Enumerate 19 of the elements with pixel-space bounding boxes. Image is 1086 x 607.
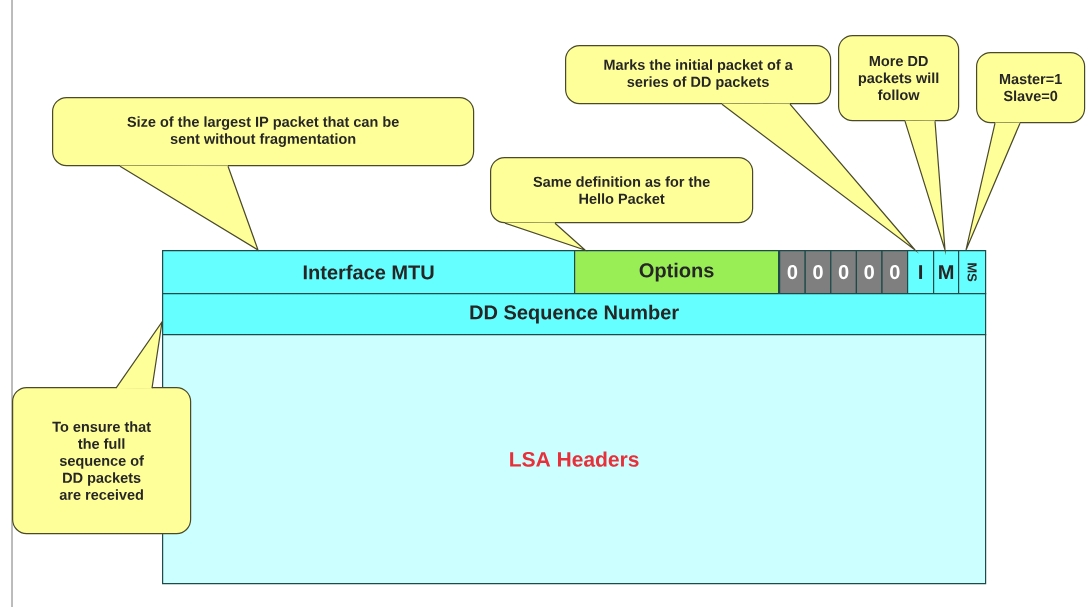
- field-cell: Options: [574, 250, 780, 295]
- callout-tail: [115, 319, 163, 389]
- callout-bubble: Master=1 Slave=0: [976, 52, 1086, 124]
- callout-tail: [965, 122, 1021, 251]
- callout-bubble: More DD packets will follow: [838, 35, 960, 122]
- bit-cell: 0: [804, 250, 832, 295]
- bit-cell: MS: [958, 250, 987, 295]
- callout-bubble: Marks the initial packet of a series of DD packets: [565, 45, 832, 105]
- bit-cell: M: [933, 250, 960, 295]
- field-cell: Interface MTU: [162, 250, 576, 295]
- callout-tail: [904, 120, 946, 256]
- bit-cell: I: [907, 250, 935, 295]
- bit-cell: 0: [779, 250, 806, 295]
- callout-tail: [504, 222, 588, 252]
- field-cell: LSA Headers: [162, 334, 987, 585]
- callout-bubble: To ensure that the full sequence of DD packets are received: [12, 387, 192, 535]
- bit-cell: 0: [855, 250, 883, 295]
- bit-cell: 0: [830, 250, 857, 295]
- bit-cell: 0: [881, 250, 909, 295]
